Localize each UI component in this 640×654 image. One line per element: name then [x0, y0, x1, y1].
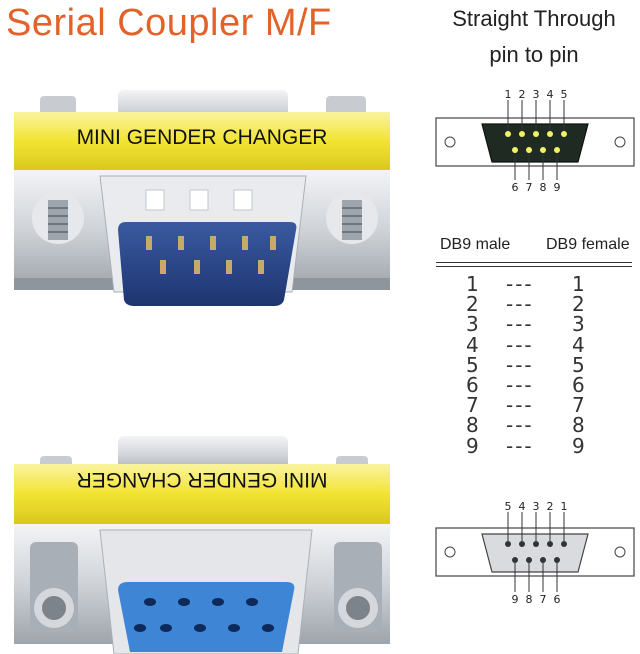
pin-mapping-row: 3 --- 3 — [440, 312, 632, 336]
female-pin-number: 8 — [572, 413, 585, 438]
pin-connector-dashes: --- — [506, 272, 534, 296]
pin-mapping-row: 5 --- 5 — [440, 353, 632, 377]
subtitle-line-2: pin to pin — [489, 42, 579, 67]
pin-mapping-row: 1 --- 1 — [440, 272, 632, 296]
male-pin-number: 9 — [466, 433, 479, 458]
pin-mapping-row: 9 --- 9 — [440, 434, 632, 458]
female-pin-number: 3 — [572, 312, 585, 337]
hex-standoff-right-female — [334, 542, 382, 632]
male-pin-label: 6 — [512, 181, 519, 194]
male-pin-number: 6 — [466, 373, 479, 397]
pin-connector-dashes: --- — [506, 352, 534, 377]
column-header-female: DB9 female — [546, 236, 630, 253]
page-title: Serial Coupler M/F — [6, 2, 332, 44]
pin-connector-dashes: --- — [506, 332, 534, 357]
female-pin-number: 7 — [572, 393, 585, 418]
pin-connector-dashes: --- — [506, 393, 534, 418]
label-band-bottom: MINI GENDER CHANGER — [77, 468, 328, 491]
female-pin-number: 1 — [572, 272, 585, 296]
hex-standoff-left-female — [30, 542, 78, 632]
male-pin-label: 9 — [554, 181, 561, 194]
female-pin-label: 4 — [519, 500, 526, 513]
female-pin-number: 6 — [572, 373, 585, 397]
pin-mapping-row: 4 --- 4 — [440, 333, 632, 357]
subtitle-line-1: Straight Through — [452, 6, 616, 31]
female-pin-label: 6 — [554, 593, 561, 606]
male-pin-number: 1 — [466, 272, 479, 296]
female-pin-number: 5 — [572, 352, 585, 377]
male-pin-label: 2 — [519, 88, 526, 101]
hex-standoff-left — [32, 192, 84, 244]
pin-connector-dashes: --- — [506, 373, 534, 397]
pin-connector-dashes: --- — [506, 292, 534, 317]
male-pin-label: 5 — [561, 88, 568, 101]
female-pin-label: 1 — [561, 500, 568, 513]
pin-mapping-row: 6 --- 6 — [440, 373, 632, 397]
female-pin-label: 8 — [526, 593, 533, 606]
male-pin-label: 8 — [540, 181, 547, 194]
male-pin-number: 4 — [466, 332, 479, 357]
male-pin-label: 3 — [533, 88, 540, 101]
female-pin-label: 5 — [505, 500, 512, 513]
female-pin-label: 7 — [540, 593, 547, 606]
table-rule — [436, 266, 632, 267]
male-pin-number: 8 — [466, 413, 479, 438]
female-pin-label: 2 — [547, 500, 554, 513]
male-pin-number: 5 — [466, 352, 479, 377]
pin-mapping-row: 8 --- 8 — [440, 413, 632, 437]
pin-connector-dashes: --- — [506, 312, 534, 337]
female-pin-label: 3 — [533, 500, 540, 513]
female-pin-label: 9 — [512, 593, 519, 606]
pin-connector-dashes: --- — [506, 433, 534, 458]
male-pin-number: 2 — [466, 292, 479, 317]
hex-standoff-right — [326, 192, 378, 244]
male-pin-number: 7 — [466, 393, 479, 418]
female-pin-number: 9 — [572, 433, 585, 458]
db9-female-pinout-diagram: 5 4 3 2 1 9 8 7 6 — [435, 500, 635, 606]
female-pin-number: 2 — [572, 292, 585, 317]
pin-mapping-row: 2 --- 2 — [440, 292, 632, 316]
female-pin-number: 4 — [572, 332, 585, 357]
table-rule — [436, 262, 632, 263]
male-gender-changer-image: MINI GENDER CHANGER — [14, 90, 390, 306]
pin-connector-dashes: --- — [506, 413, 534, 438]
female-gender-changer-image: MINI GENDER CHANGER — [14, 436, 390, 654]
column-header-male: DB9 male — [440, 236, 511, 253]
male-pin-label: 7 — [526, 181, 533, 194]
db9-male-pinout-diagram: 1 2 3 4 5 6 7 8 9 — [435, 88, 635, 194]
pin-mapping-row: 7 --- 7 — [440, 393, 632, 417]
male-pin-label: 1 — [505, 88, 512, 101]
male-pin-number: 3 — [466, 312, 479, 337]
male-pin-label: 4 — [547, 88, 554, 101]
label-band-top: MINI GENDER CHANGER — [77, 126, 328, 149]
